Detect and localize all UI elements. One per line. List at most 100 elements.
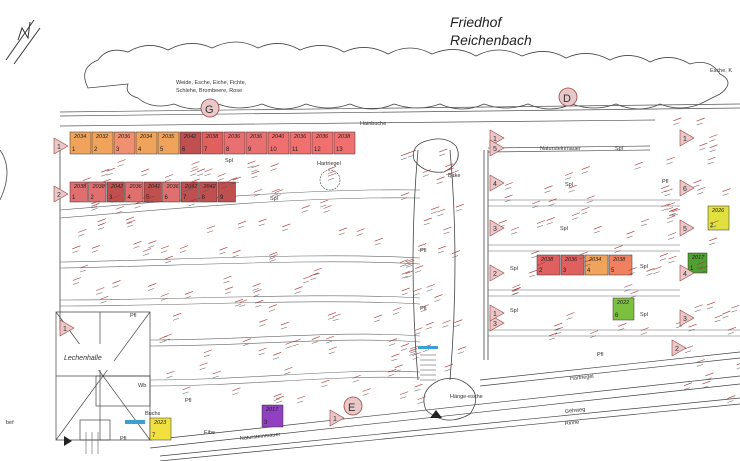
- row-marker[interactable]: 3: [489, 219, 505, 237]
- survey-tick: [710, 220, 719, 225]
- row-marker[interactable]: 1: [329, 409, 345, 427]
- survey-tick-grey: [666, 207, 674, 210]
- row-marker[interactable]: 5: [679, 219, 695, 237]
- survey-tick: [546, 217, 555, 221]
- survey-tick: [115, 206, 125, 210]
- survey-tick: [417, 243, 427, 247]
- survey-tick: [313, 267, 322, 272]
- section-marker-e[interactable]: E: [343, 396, 363, 416]
- survey-tick: [133, 241, 142, 245]
- survey-tick-grey: [589, 335, 597, 338]
- survey-tick-grey: [313, 272, 320, 276]
- survey-tick: [532, 200, 541, 205]
- plot-code: 2034: [588, 257, 601, 263]
- plot-number: 13: [336, 147, 343, 153]
- row-marker[interactable]: 5: [489, 139, 505, 157]
- survey-tick-grey: [442, 325, 449, 328]
- survey-tick: [699, 265, 708, 270]
- section-marker-g[interactable]: G: [200, 98, 220, 118]
- survey-tick: [705, 372, 714, 377]
- survey-tick: [125, 216, 135, 221]
- plot-number: 5: [611, 268, 615, 274]
- survey-tick: [159, 335, 168, 340]
- survey-tick: [253, 189, 262, 193]
- hedge-species-label-1: Weide, Esche, Eiche, Fichte,: [176, 80, 247, 86]
- survey-tick-grey: [125, 221, 133, 225]
- row-marker[interactable]: 1: [679, 129, 695, 147]
- row-marker[interactable]: 2: [53, 185, 69, 203]
- cemetery-title-line2: Reichenbach: [450, 32, 532, 48]
- row-marker[interactable]: 4: [679, 264, 695, 282]
- survey-tick-grey: [323, 210, 330, 213]
- row-marker[interactable]: 1: [53, 137, 69, 155]
- row-marker[interactable]: 1: [59, 319, 75, 337]
- plot-number: 6: [615, 313, 619, 319]
- plot-fill: [88, 181, 107, 203]
- survey-tick-grey: [630, 295, 637, 299]
- survey-tick-grey: [82, 182, 89, 185]
- row-marker[interactable]: 2: [489, 264, 505, 282]
- row-marker[interactable]: 4: [489, 174, 505, 192]
- survey-tick: [544, 185, 553, 189]
- row-marker[interactable]: 3: [679, 309, 695, 327]
- survey-tick-grey: [327, 317, 334, 320]
- section-marker-d[interactable]: D: [558, 87, 578, 107]
- row2-plot[interactable]: 9: [217, 181, 236, 203]
- pfl-label-4: Pfl: [420, 306, 426, 312]
- row-marker[interactable]: 2: [671, 339, 687, 357]
- row-marker-label: 3: [493, 321, 497, 328]
- survey-tick: [97, 218, 106, 222]
- plot-number: 12: [314, 147, 321, 153]
- survey-tick: [127, 219, 136, 224]
- plot-fill: [179, 131, 202, 155]
- survey-tick-grey: [311, 341, 318, 344]
- row-marker[interactable]: 1: [489, 304, 505, 322]
- row-marker[interactable]: 6: [679, 179, 695, 197]
- survey-tick: [425, 321, 434, 326]
- survey-tick-grey: [699, 147, 706, 151]
- survey-tick-grey: [251, 169, 258, 173]
- survey-tick-grey: [426, 289, 433, 292]
- hedge-species-label-2: Schlehe, Brombeere, Rose: [176, 88, 242, 94]
- survey-tick: [184, 291, 193, 295]
- hainbuche-label: Hainbuche: [360, 121, 386, 127]
- survey-tick-grey: [699, 270, 706, 274]
- survey-tick: [422, 169, 431, 173]
- survey-tick: [709, 237, 718, 242]
- survey-tick-grey: [684, 350, 692, 353]
- spl-label-3: Spl: [615, 146, 623, 152]
- survey-tick: [696, 117, 705, 122]
- survey-tick: [668, 232, 677, 236]
- survey-tick: [671, 208, 680, 213]
- survey-tick-grey: [579, 256, 586, 260]
- survey-tick-grey: [673, 122, 680, 126]
